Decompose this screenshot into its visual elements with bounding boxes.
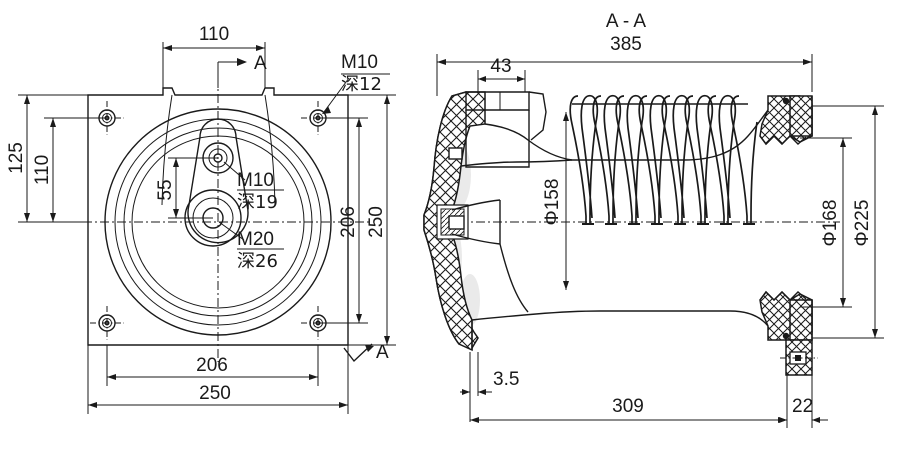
section-arrow-top: A: [217, 53, 267, 88]
callout-m10-12-line1: M10: [341, 52, 378, 73]
right-flange-hatched: [759, 95, 818, 376]
callout-m20-26: M20 深26: [218, 221, 284, 272]
dim-right-250-text: 250: [366, 206, 387, 238]
terminal-pad: [465, 91, 547, 168]
dim-top-385: 385: [436, 34, 813, 96]
dim-top-43-text: 43: [490, 56, 511, 77]
section-arrow-top-label: A: [254, 53, 267, 74]
section-view-a-a: A - A 385 43 Φ158: [423, 11, 884, 428]
section-title: A - A: [606, 11, 646, 32]
dim-bottom-250-text: 250: [199, 383, 231, 404]
callout-m10-19-line2: 深19: [237, 192, 278, 213]
embedded-insert-left: [436, 147, 469, 240]
callout-m10-19: M10 深19: [223, 161, 284, 213]
dim-top-110-text: 110: [199, 24, 229, 45]
callout-m10-12-line2: 深12: [341, 74, 382, 95]
tapped-boss-pad: [187, 118, 249, 244]
dim-inner-55: 55: [155, 157, 218, 219]
callout-m20-26-line1: M20: [237, 229, 274, 250]
section-marker-bottom-label: A: [376, 342, 389, 363]
dim-top-110: 110: [162, 24, 266, 88]
dim-dia-168-text: Φ168: [820, 200, 841, 247]
dim-dia-158: Φ158: [542, 112, 569, 290]
dim-left-125-text: 125: [6, 142, 27, 174]
dim-left-110: 110: [32, 117, 107, 223]
dim-left-110-text: 110: [32, 155, 53, 185]
dim-dia-225: Φ225: [812, 105, 884, 339]
corner-mounting-holes: [90, 101, 335, 340]
dim-bot-3p5: 3.5: [460, 352, 519, 422]
dim-bot-22-text: 22: [792, 396, 813, 417]
dim-left-125: 125: [6, 94, 88, 223]
dim-bot-309: 309: [470, 375, 788, 428]
front-view: 110 A 125 110: [6, 24, 396, 414]
dim-bot-22: 22: [775, 375, 828, 428]
dim-top-43: 43: [477, 56, 526, 92]
dim-right-206: 206: [318, 117, 368, 324]
callout-m20-26-line2: 深26: [237, 251, 278, 272]
callout-m10-19-line1: M10: [237, 170, 274, 191]
corner-hole-bottom-left: [90, 306, 124, 340]
coil-spring: [569, 94, 758, 225]
dim-dia-168: Φ168: [800, 137, 852, 308]
dim-right-250: 250: [348, 94, 396, 346]
dim-bot-3p5-text: 3.5: [493, 369, 519, 390]
dim-bottom-250: 250: [87, 345, 349, 414]
dim-top-385-text: 385: [610, 34, 642, 55]
dim-bot-309-text: 309: [612, 396, 644, 417]
dim-dia-158-text: Φ158: [542, 179, 563, 226]
plate-boss-flanks: [161, 94, 276, 206]
dim-bottom-206-text: 206: [196, 355, 228, 376]
dim-right-206-text: 206: [338, 206, 359, 238]
callout-m10-12: M10 深12: [322, 52, 390, 114]
section-marker-bottom: A: [343, 342, 389, 363]
dim-bottom-206: 206: [106, 345, 319, 386]
dim-inner-55-text: 55: [155, 179, 176, 200]
dim-dia-225-text: Φ225: [852, 200, 873, 247]
insulator-body-outline: [451, 109, 769, 350]
